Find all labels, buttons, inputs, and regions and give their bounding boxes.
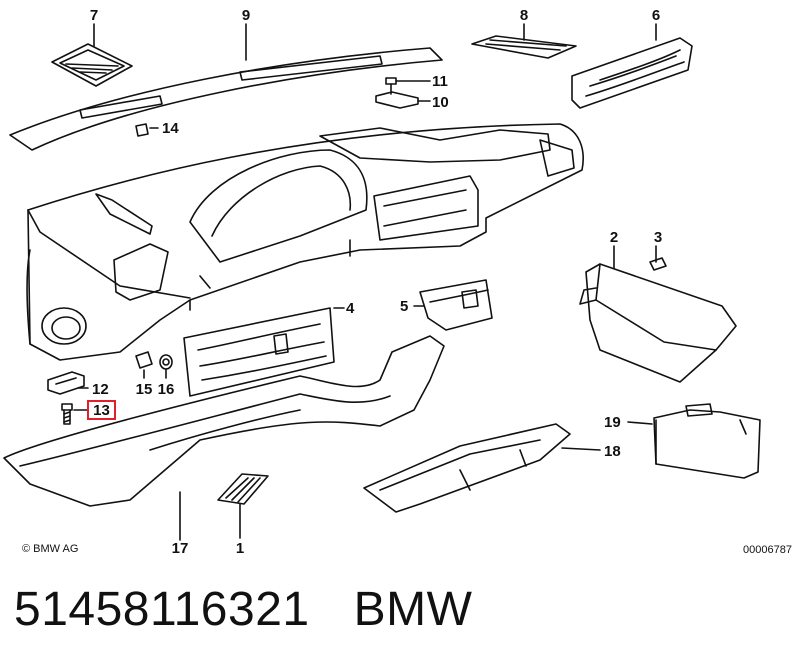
part-19-module xyxy=(627,403,761,479)
callout-5: 5 xyxy=(400,298,408,315)
part-14-plug xyxy=(135,123,159,137)
part-12-retainer-clip xyxy=(47,371,89,395)
part-11-screw xyxy=(385,77,431,95)
callout-13-highlight-box xyxy=(87,400,116,420)
part-16-washer xyxy=(159,354,173,379)
part-18-trim-tray xyxy=(363,423,601,513)
parts-diagram: 7 9 8 6 11 10 14 2 3 4 5 12 15 16 13 19 … xyxy=(3,7,792,557)
part-13-screw xyxy=(61,403,89,425)
callout-15: 15 xyxy=(136,381,153,398)
callout-13: 13 xyxy=(93,402,110,419)
callout-6: 6 xyxy=(652,7,660,24)
part-7-defroster-grille xyxy=(51,23,133,87)
part-2-glove-box-bin xyxy=(579,245,737,383)
callout-4: 4 xyxy=(346,300,355,317)
part-15-fastener xyxy=(135,351,153,379)
callout-9: 9 xyxy=(242,7,250,24)
callout-1: 1 xyxy=(236,540,244,557)
callout-labels: 7 9 8 6 11 10 14 2 3 4 5 12 15 16 13 19 … xyxy=(87,7,662,557)
callout-7: 7 xyxy=(90,7,98,24)
part-17-lower-panel xyxy=(3,335,445,541)
brand-name: BMW xyxy=(353,583,473,636)
callout-8: 8 xyxy=(520,7,528,24)
callout-12: 12 xyxy=(92,381,109,398)
part-number: 51458116321 xyxy=(14,583,310,636)
callout-16: 16 xyxy=(158,381,175,398)
callout-19: 19 xyxy=(604,414,621,431)
part-4-wood-trim-panel xyxy=(183,307,345,397)
part-8-center-grille xyxy=(471,23,577,59)
callout-14: 14 xyxy=(162,120,179,137)
dashboard-carrier xyxy=(26,123,584,361)
callout-2: 2 xyxy=(610,229,618,246)
callout-11: 11 xyxy=(432,73,448,90)
callout-18: 18 xyxy=(604,443,621,460)
part-5-wood-bezel xyxy=(413,279,493,331)
part-10-clip xyxy=(375,91,431,109)
callout-10: 10 xyxy=(432,94,449,111)
part-9-dash-top-cover xyxy=(9,23,443,151)
drawing-number: 00006787 xyxy=(743,544,792,556)
copyright-note: © BMW AG xyxy=(22,543,78,555)
part-caption: 51458116321 BMW xyxy=(14,582,472,638)
part-3-screw xyxy=(649,245,667,271)
part-1-vent-grille xyxy=(217,473,269,539)
part-6-wood-trim-right xyxy=(571,23,693,109)
callout-3: 3 xyxy=(654,229,662,246)
callout-17: 17 xyxy=(172,540,189,557)
